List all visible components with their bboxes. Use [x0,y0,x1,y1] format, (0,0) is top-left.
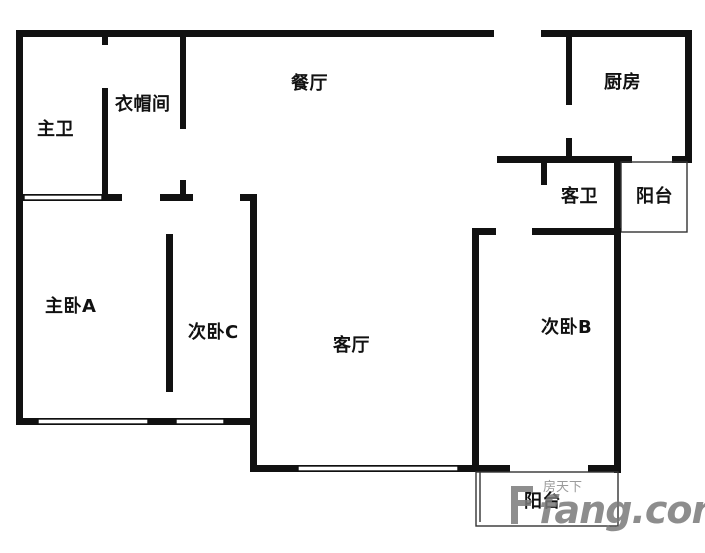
wall-living-left [250,194,257,472]
label-dining: 餐厅 [291,73,328,94]
wall-b-left [472,229,479,472]
wall-closet-bottom [160,194,193,201]
wall-closet-right-stub [180,180,186,198]
label-living: 客厅 [333,335,370,356]
wall-b-right [614,228,621,473]
wall-right-kitchen [685,30,692,162]
wall-master-bath-right [102,37,108,45]
wall-left-outer [16,30,23,424]
balcony-bottom-outline [475,471,619,527]
wall-guest-bath-top [497,156,632,163]
window-master-bedroom [37,418,149,425]
label-bedroom-b: 次卧B [541,317,593,338]
wall-guest-bath-bottom [532,228,621,235]
wall-top-left [16,30,494,37]
wall-guest-bath-left [541,163,547,185]
label-master-bath: 主卫 [37,119,74,140]
wall-kitchen-bottom-stub [672,156,692,163]
watermark-logo-text: fang.com [539,488,705,532]
watermark-sub-text: 房天下 [543,480,583,495]
window-bedroom-c [175,418,225,425]
label-balcony-right: 阳台 [636,186,673,207]
window-living [297,465,459,472]
wall-a-c-partition [166,234,173,392]
balcony-right-outline [620,161,688,233]
watermark: 房天下 fang.com [503,478,705,538]
label-kitchen: 厨房 [604,72,641,93]
wall-b-top-left [472,228,496,235]
label-bedroom-c: 次卧C [188,322,239,343]
wall-c-top-right [240,194,257,201]
wall-b-bottom-right [588,465,621,472]
label-balcony-bottom: 阳台 [524,491,561,512]
wall-top-right [541,30,692,37]
label-closet: 衣帽间 [115,94,171,115]
wall-kitchen-left-lower [566,138,572,162]
wall-master-bath-right-lower [102,88,108,200]
wall-kitchen-left [566,37,572,105]
wall-guest-bath-right [614,156,621,234]
fang-logo-icon [511,486,533,524]
wall-b-bottom-left [472,465,508,472]
label-guest-bath: 客卫 [561,186,598,207]
wall-closet-right [180,37,186,129]
label-master-bedroom: 主卧A [45,296,97,317]
window-master-bath [23,194,103,201]
